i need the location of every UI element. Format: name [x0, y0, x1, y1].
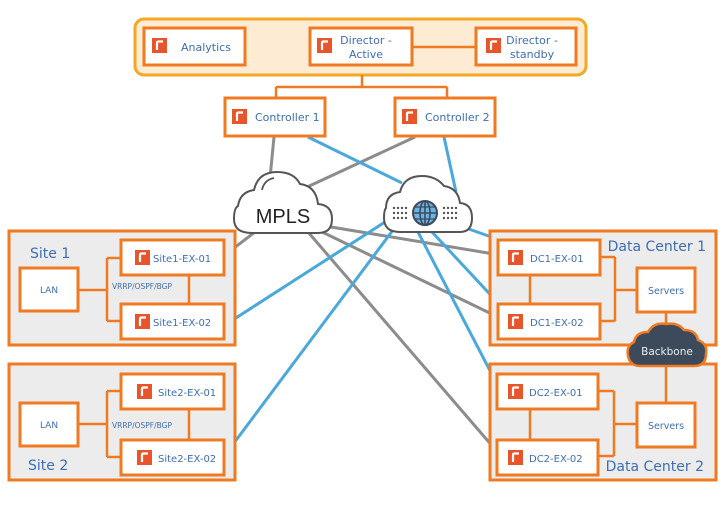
- site2-lan-node[interactable]: LAN: [18, 401, 80, 448]
- internet-link-controller2: [442, 136, 458, 193]
- site2-protocol-label: VRRP/OSPF/BGP: [112, 421, 172, 430]
- mpls-cloud: MPLS: [232, 170, 334, 234]
- director-standby-label-line2: standby: [510, 48, 555, 61]
- versa-logo-icon: [506, 248, 525, 267]
- mpls-link-dc1-ex01: [324, 224, 501, 257]
- mpls-label: MPLS: [256, 206, 310, 228]
- site1-ex01-node[interactable]: Site1-EX-01: [119, 238, 226, 277]
- dc2-servers-label: Servers: [648, 421, 684, 432]
- versa-logo-icon: [133, 312, 152, 331]
- director-active-label-line2: Active: [349, 48, 383, 61]
- dc2-ex02-node[interactable]: DC2-EX-02: [495, 438, 600, 477]
- mpls-link-controller1: [268, 136, 276, 179]
- site2-title: Site 2: [28, 458, 68, 474]
- versa-logo-icon: [150, 36, 169, 55]
- site1-lan-node[interactable]: LAN: [18, 266, 80, 313]
- versa-logo-icon: [506, 312, 525, 331]
- dc1-ex02-label: DC1-EX-02: [530, 318, 584, 329]
- dc1-title: Data Center 1: [608, 239, 706, 255]
- analytics-node[interactable]: Analytics: [142, 26, 247, 67]
- backbone-cloud: Backbone: [626, 322, 708, 368]
- versa-logo-icon: [506, 382, 525, 401]
- dc1-servers-label: Servers: [648, 286, 684, 297]
- dc2-ex01-node[interactable]: DC2-EX-01: [495, 372, 600, 411]
- versa-logo-icon: [133, 248, 152, 267]
- site2-group: Site 2 VRRP/OSPF/BGP LAN Site2-EX-01 Sit…: [7, 362, 237, 482]
- dots-right-icon: [442, 206, 458, 220]
- internet-link-site1-ex02: [224, 220, 386, 327]
- analytics-label: Analytics: [181, 41, 231, 54]
- dc2-group: Data Center 2 DC2-EX-01 DC2-EX-02 Server…: [488, 362, 718, 482]
- director-standby-node[interactable]: Director - standby: [474, 26, 578, 67]
- mpls-link-dc2-ex02: [306, 231, 502, 456]
- versa-logo-icon: [400, 107, 419, 126]
- dots-left-icon: [392, 206, 408, 220]
- versa-logo-icon: [135, 448, 154, 467]
- internet-cloud: [382, 174, 474, 233]
- dc1-ex02-node[interactable]: DC1-EX-02: [496, 302, 602, 341]
- versa-logo-icon: [315, 36, 334, 55]
- backbone-label: Backbone: [641, 346, 693, 358]
- director-active-label-line1: Director -: [340, 34, 392, 47]
- site2-ex02-label: Site2-EX-02: [158, 454, 216, 465]
- site2-ex01-node[interactable]: Site2-EX-01: [119, 372, 226, 411]
- dc1-ex01-node[interactable]: DC1-EX-01: [496, 238, 602, 277]
- dc1-servers-node[interactable]: Servers: [635, 266, 697, 314]
- versa-logo-icon: [135, 382, 154, 401]
- dc2-ex02-label: DC2-EX-02: [529, 454, 583, 465]
- director-active-node[interactable]: Director - Active: [308, 26, 414, 67]
- site1-group: Site 1 VRRP/OSPF/BGP LAN Site1-EX-01 Sit…: [7, 229, 237, 347]
- site1-ex02-node[interactable]: Site1-EX-02: [119, 302, 226, 341]
- dc1-ex01-label: DC1-EX-01: [530, 254, 584, 265]
- internet-link-site2-ex02: [223, 229, 395, 456]
- versa-logo-icon: [506, 448, 525, 467]
- management-group: Analytics Director - Active Director - s…: [133, 17, 588, 98]
- site1-title: Site 1: [30, 246, 70, 262]
- dc2-servers-node[interactable]: Servers: [635, 401, 697, 449]
- controller1-node[interactable]: Controller 1: [223, 96, 327, 138]
- versa-logo-icon: [230, 107, 249, 126]
- site1-ex01-label: Site1-EX-01: [153, 254, 211, 265]
- globe-icon: [412, 200, 438, 226]
- internet-link-dc2-ex01: [416, 231, 502, 391]
- controller2-node[interactable]: Controller 2: [393, 96, 497, 138]
- site1-protocol-label: VRRP/OSPF/BGP: [112, 282, 172, 291]
- internet-link-controller1: [307, 135, 403, 185]
- dc2-title: Data Center 2: [606, 459, 704, 475]
- site1-ex02-label: Site1-EX-02: [153, 318, 211, 329]
- site2-ex01-label: Site2-EX-01: [158, 388, 216, 399]
- versa-logo-icon: [484, 36, 503, 55]
- site1-lan-label: LAN: [40, 286, 58, 296]
- controller1-label: Controller 1: [255, 111, 320, 124]
- site2-lan-label: LAN: [40, 421, 58, 431]
- director-standby-label-line1: Director -: [506, 34, 558, 47]
- dc2-ex01-label: DC2-EX-01: [529, 388, 583, 399]
- controller2-label: Controller 2: [425, 111, 490, 124]
- site2-ex02-node[interactable]: Site2-EX-02: [119, 438, 226, 477]
